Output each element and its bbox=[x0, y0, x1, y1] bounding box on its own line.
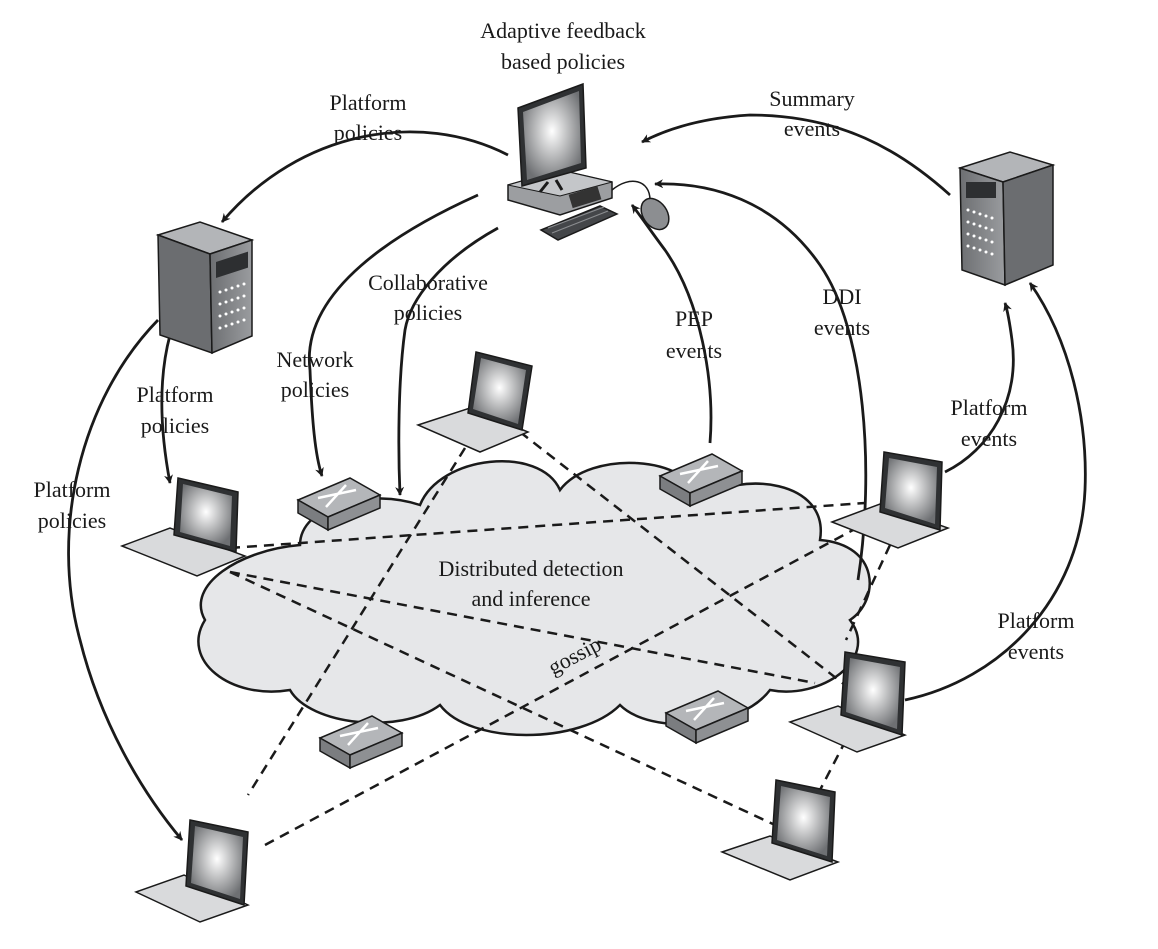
platform-events-right-line-1: Platform bbox=[951, 395, 1028, 420]
network-switch-icon bbox=[658, 453, 744, 508]
cloud-label-line-1: Distributed detection bbox=[438, 556, 623, 581]
pep-events-line-2: events bbox=[666, 338, 722, 363]
gossip-links bbox=[229, 431, 892, 847]
adaptive-label-line-1: Adaptive feedback bbox=[480, 18, 646, 43]
ddi-events-line-2: events bbox=[814, 315, 870, 340]
server-icon bbox=[155, 221, 255, 355]
laptop-icon bbox=[134, 819, 250, 923]
platform-policies-left-line-2: policies bbox=[38, 508, 106, 533]
network-switch-icon bbox=[296, 477, 382, 532]
pep-events-line-1: PEP bbox=[675, 306, 713, 331]
workstation-icon bbox=[507, 82, 670, 241]
platform-policies-mid-line-2: policies bbox=[141, 413, 209, 438]
collaborative-policies-line-2: policies bbox=[394, 300, 462, 325]
platform-policies-mid-line-1: Platform bbox=[137, 382, 214, 407]
platform-events-lower-line-2: events bbox=[1008, 639, 1064, 664]
platform-policies-left-line-1: Platform bbox=[34, 477, 111, 502]
cloud-label-line-2: and inference bbox=[471, 586, 590, 611]
platform-policies-top-line-1: Platform bbox=[330, 90, 407, 115]
network-policies-line-1: Network bbox=[277, 347, 354, 372]
laptop-icon bbox=[719, 779, 841, 881]
platform-events-lower-line-1: Platform bbox=[998, 608, 1075, 633]
network-switch-icon bbox=[318, 715, 404, 770]
ddi-events-line-1: DDI bbox=[822, 284, 861, 309]
laptop-icon bbox=[829, 451, 951, 549]
laptop-icon bbox=[119, 477, 248, 577]
summary-events-line-2: events bbox=[784, 116, 840, 141]
platform-events-right-line-2: events bbox=[961, 426, 1017, 451]
laptop-icon bbox=[787, 651, 908, 753]
laptop-icon bbox=[415, 351, 533, 453]
policy-event-arrows bbox=[67, 113, 1087, 841]
summary-events-line-1: Summary bbox=[769, 86, 855, 111]
network-switch-icon bbox=[664, 690, 750, 745]
platform-policies-top-line-2: policies bbox=[334, 120, 402, 145]
server-icon bbox=[957, 151, 1056, 287]
adaptive-label-line-2: based policies bbox=[501, 49, 625, 74]
collaborative-policies-line-1: Collaborative bbox=[368, 270, 488, 295]
network-policies-line-2: policies bbox=[281, 377, 349, 402]
